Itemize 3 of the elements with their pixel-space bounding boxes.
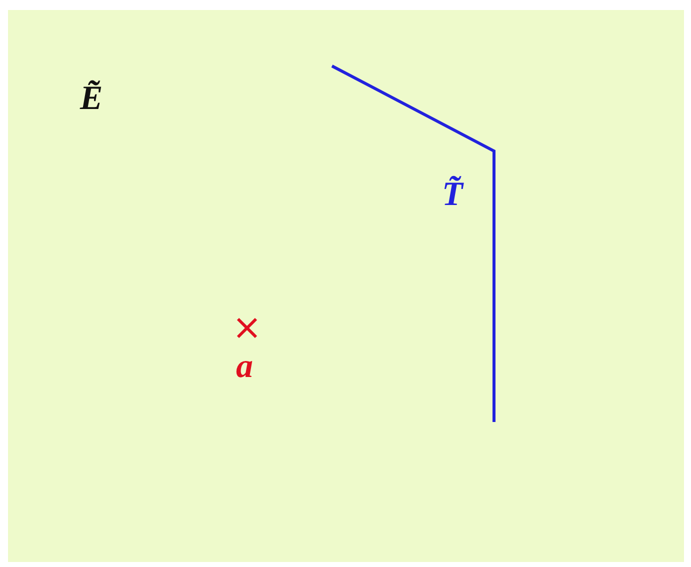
set-label: Ẽ — [80, 82, 103, 116]
point-label: a — [236, 350, 253, 384]
curve-label: T̃ — [442, 178, 463, 212]
